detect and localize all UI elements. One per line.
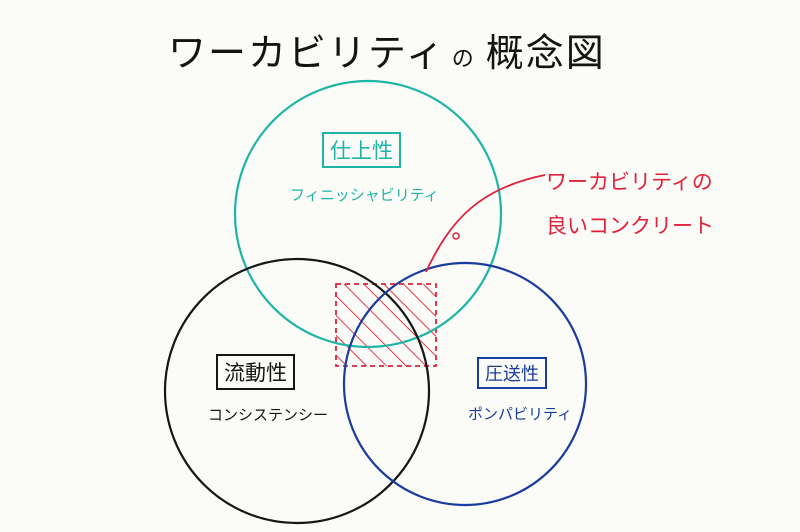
circle-pumpability [342, 261, 588, 507]
pumpability-heading: 圧送性 [477, 357, 547, 389]
title-particle: の [451, 47, 476, 72]
finishability-heading: 仕上性 [322, 132, 401, 168]
consistency-sub: コンシステンシー [208, 406, 329, 424]
pointer-line [425, 174, 546, 273]
pumpability-sub: ポンパビリティ [468, 405, 573, 423]
note-line-1: ワーカビリティの [546, 170, 713, 194]
title-main: ワーカビリティ [168, 31, 446, 75]
overlap-hatched-area [335, 283, 437, 367]
circle-finishability [233, 79, 503, 349]
consistency-heading: 流動性 [216, 354, 295, 390]
pointer-end [452, 232, 460, 240]
title-tail: 概念図 [485, 31, 606, 75]
circle-consistency [163, 257, 431, 525]
page-title: ワーカビリティの概念図 [168, 22, 606, 77]
finishability-sub: フィニッシャビリティ [290, 186, 439, 204]
note-line-2: 良いコンクリート [546, 214, 714, 238]
